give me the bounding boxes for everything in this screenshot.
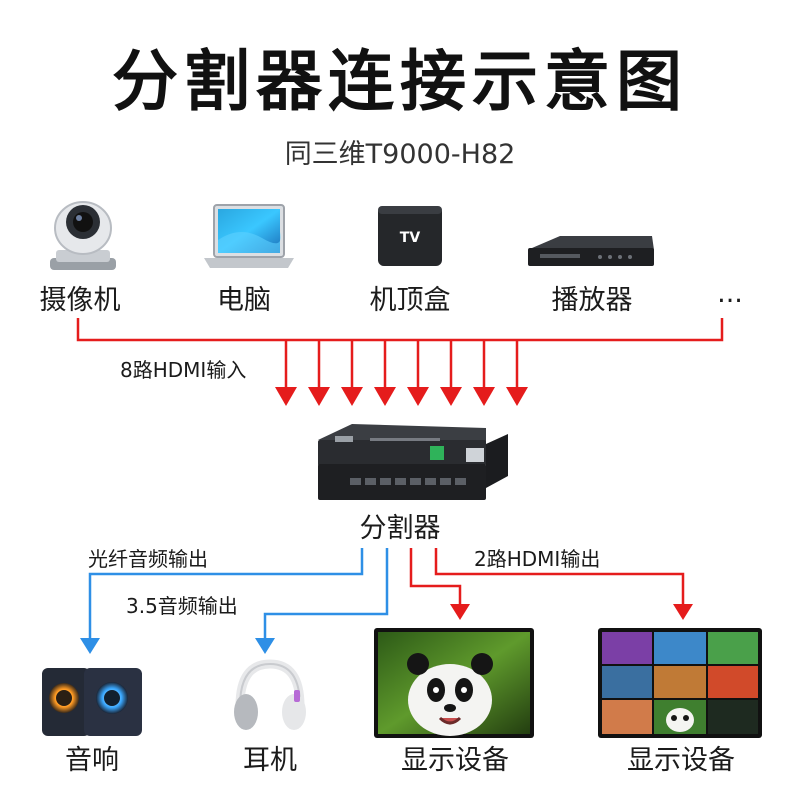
hdmi-port [410, 478, 421, 485]
splitter-device [318, 424, 508, 500]
source-label-settop-box: 机顶盒 [369, 285, 451, 316]
input-label: 8路HDMI输入 [120, 358, 247, 382]
audio-35-arrow [255, 638, 275, 654]
camera-icon [50, 201, 116, 270]
hdmi-out-line-1 [409, 548, 462, 606]
page-title: 分割器连接示意图 [112, 43, 688, 120]
laptop-icon [204, 204, 294, 268]
audio-35-line [263, 548, 389, 640]
source-label-player: 播放器 [551, 285, 633, 316]
hdmi-port [425, 478, 436, 485]
hdmi-port [440, 478, 451, 485]
audio-35-label: 3.5音频输出 [126, 594, 238, 618]
source-label-camera: 摄像机 [39, 285, 121, 316]
hdmi-out-arrow-1 [450, 604, 470, 620]
hdmi-out-line-2 [434, 548, 685, 606]
input-arrow-head [341, 387, 363, 406]
tv-box-icon: TV [378, 206, 442, 266]
input-arrow-head [308, 387, 330, 406]
splitter-label: 分割器 [359, 513, 441, 544]
hdmi-output-label: 2路HDMI输出 [474, 547, 601, 571]
hdmi-port [350, 478, 361, 485]
hdmi-out-arrow-2 [673, 604, 693, 620]
input-arrow-head [506, 387, 528, 406]
display-2-icon [598, 628, 762, 738]
display-1-icon [374, 628, 534, 738]
speaker-icon [42, 668, 142, 736]
input-lines [76, 318, 724, 342]
input-arrow-head [407, 387, 429, 406]
input-arrow-head [275, 387, 297, 406]
hdmi-port [365, 478, 376, 485]
source-label-more: ... [717, 278, 743, 309]
input-arrow-head [473, 387, 495, 406]
device-label-display-2: 显示设备 [627, 745, 735, 776]
input-arrow-head [440, 387, 462, 406]
device-label-display-1: 显示设备 [401, 745, 509, 776]
hdmi-port [395, 478, 406, 485]
device-label-speaker: 音响 [65, 745, 119, 776]
player-icon [528, 236, 654, 266]
input-arrows [275, 340, 528, 406]
input-arrow-head [374, 387, 396, 406]
tv-logo-text: TV [400, 230, 421, 246]
optical-arrow [80, 638, 100, 654]
source-label-laptop: 电脑 [217, 285, 271, 316]
optical-audio-line [88, 548, 364, 640]
hdmi-port [455, 478, 466, 485]
hdmi-port [380, 478, 391, 485]
device-label-headphone: 耳机 [243, 745, 297, 776]
optical-audio-label: 光纤音频输出 [88, 547, 208, 571]
model-subtitle: 同三维T9000-H82 [284, 139, 516, 170]
splitter-ports [350, 478, 466, 485]
headphone-icon [234, 659, 306, 730]
